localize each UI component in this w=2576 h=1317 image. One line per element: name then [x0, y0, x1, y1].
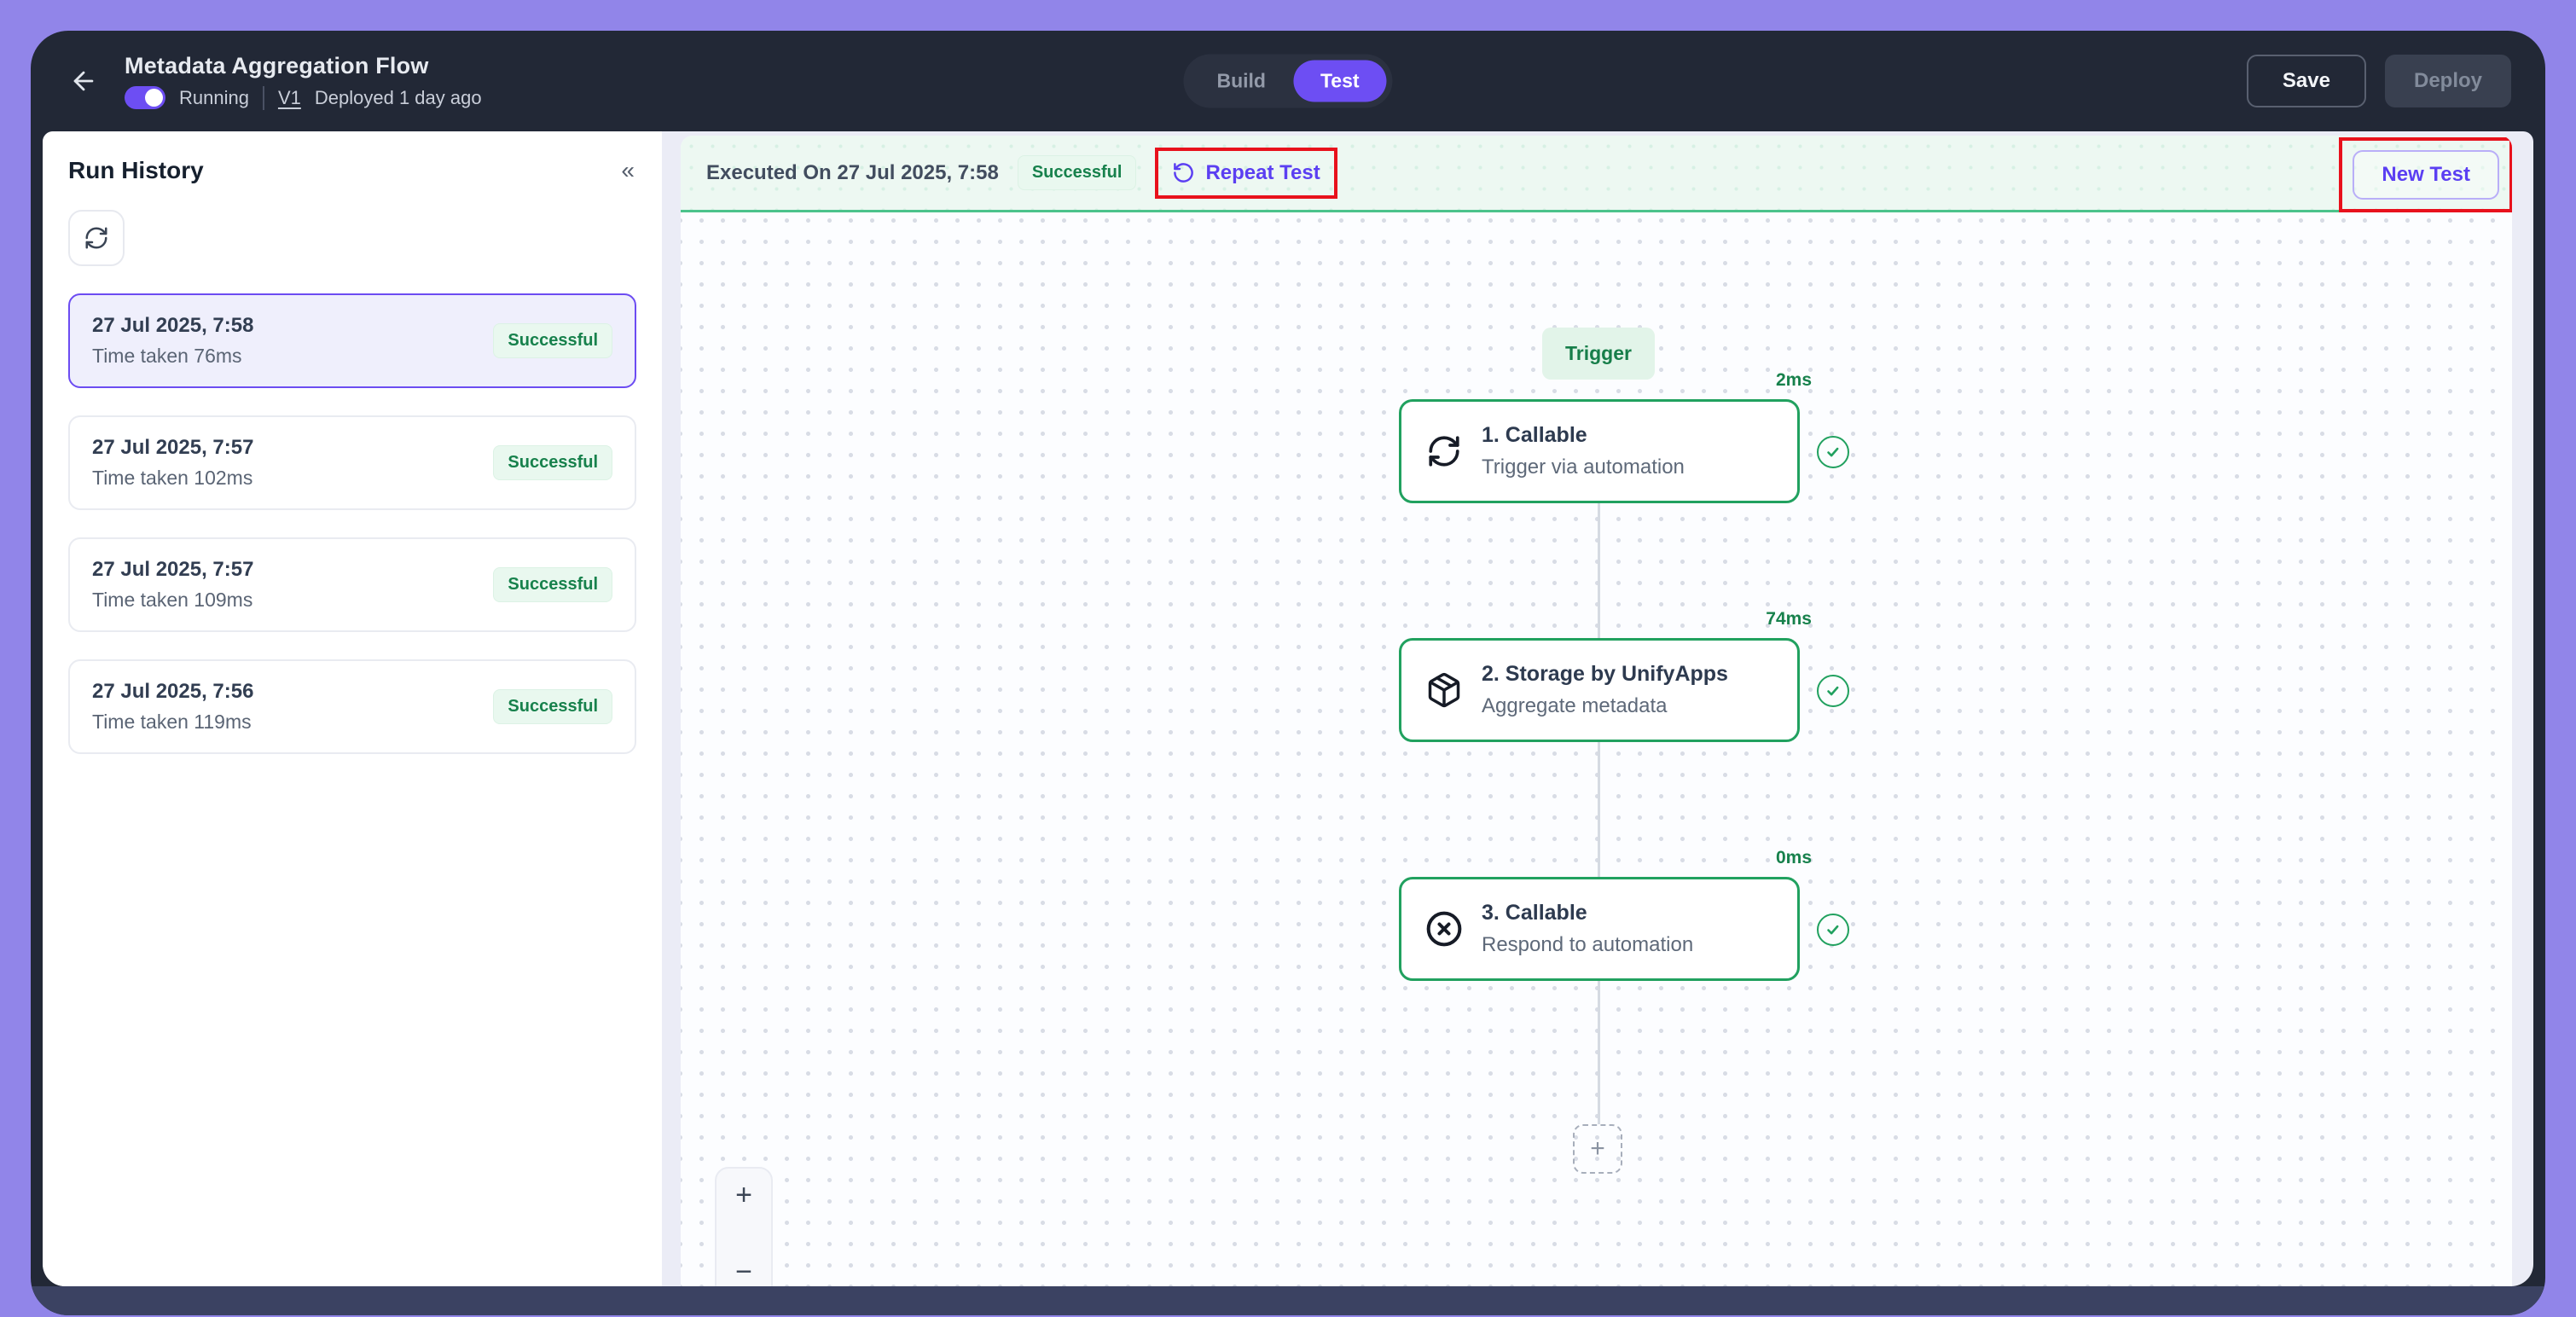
run-time-taken: Time taken 109ms [92, 589, 253, 611]
refresh-icon [85, 227, 107, 249]
node-title: 3. Callable [1482, 901, 1587, 925]
plus-icon: + [1590, 1134, 1605, 1163]
annotation-box-repeat-test: Repeat Test [1155, 147, 1337, 199]
repeat-test-label: Repeat Test [1205, 160, 1320, 184]
execution-status-badge: Successful [1017, 155, 1137, 190]
page-title: Metadata Aggregation Flow [125, 52, 429, 78]
tab-test[interactable]: Test [1292, 60, 1387, 102]
run-date: 27 Jul 2025, 7:58 [92, 314, 254, 337]
main-area: Executed On 27 Jul 2025, 7:58 Successful… [662, 131, 2533, 1286]
zoom-in-button[interactable]: + [735, 1179, 752, 1211]
node-duration-label: 2ms [1775, 370, 1812, 390]
package-icon [1425, 671, 1463, 709]
run-status-badge: Successful [493, 445, 612, 480]
connector-line [1598, 740, 1600, 877]
add-step-button[interactable]: + [1573, 1124, 1622, 1174]
node-duration-label: 0ms [1775, 848, 1812, 867]
run-time-taken: Time taken 76ms [92, 345, 242, 367]
tab-build[interactable]: Build [1216, 69, 1266, 92]
status-label: Running [179, 86, 249, 108]
new-test-button[interactable]: New Test [2353, 150, 2499, 200]
connector-line [1598, 503, 1600, 638]
deployed-label: Deployed 1 day ago [314, 86, 482, 108]
arrow-left-icon [73, 71, 94, 91]
run-time-taken: Time taken 119ms [92, 711, 252, 733]
rotate-ccw-icon [1174, 163, 1194, 183]
executed-on-label: Executed On 27 Jul 2025, 7:58 [706, 160, 999, 184]
window-footer [31, 1286, 2545, 1315]
annotation-box-new-test: New Test [2339, 137, 2512, 212]
x-circle-icon [1425, 910, 1463, 948]
node-subtitle: Trigger via automation [1482, 455, 1685, 479]
test-result-bar: Executed On 27 Jul 2025, 7:58 Successful… [681, 136, 2512, 212]
version-link[interactable]: V1 [277, 86, 301, 108]
repeat-test-button[interactable]: Repeat Test [1172, 161, 1320, 185]
run-history-title: Run History [68, 157, 204, 183]
running-toggle[interactable] [125, 86, 165, 109]
run-date: 27 Jul 2025, 7:56 [92, 680, 254, 703]
run-date: 27 Jul 2025, 7:57 [92, 558, 254, 581]
node-title: 2. Storage by UnifyApps [1482, 662, 1728, 686]
run-date: 27 Jul 2025, 7:57 [92, 436, 254, 459]
run-status-badge: Successful [493, 689, 612, 724]
title-block: Metadata Aggregation Flow Running V1 Dep… [125, 53, 482, 110]
run-time-taken: Time taken 102ms [92, 467, 253, 489]
deploy-button: Deploy [2384, 55, 2511, 107]
node-subtitle: Respond to automation [1482, 933, 1694, 956]
connector-line [1598, 979, 1600, 1124]
node-success-check-icon [1817, 436, 1849, 468]
run-status-badge: Successful [493, 323, 612, 358]
save-button[interactable]: Save [2246, 55, 2366, 107]
divider [262, 85, 264, 110]
node-success-check-icon [1817, 914, 1849, 946]
zoom-out-button[interactable]: − [735, 1256, 752, 1286]
trigger-chip: Trigger [1542, 328, 1655, 380]
collapse-panel-icon[interactable]: « [621, 157, 635, 183]
header: Metadata Aggregation Flow Running V1 Dep… [31, 31, 2545, 131]
run-status-badge: Successful [493, 567, 612, 602]
node-subtitle: Aggregate metadata [1482, 694, 1668, 717]
node-success-check-icon [1817, 675, 1849, 707]
sync-icon [1425, 432, 1463, 470]
refresh-runs-button[interactable] [68, 210, 125, 266]
app-window: Metadata Aggregation Flow Running V1 Dep… [31, 31, 2545, 1315]
node-title: 1. Callable [1482, 423, 1587, 447]
zoom-controls: + − [715, 1167, 773, 1286]
test-canvas[interactable]: Executed On 27 Jul 2025, 7:58 Successful… [681, 136, 2512, 1286]
build-test-switch: Build Test [1183, 54, 1393, 108]
back-button[interactable] [65, 62, 102, 100]
node-duration-label: 74ms [1766, 609, 1812, 629]
